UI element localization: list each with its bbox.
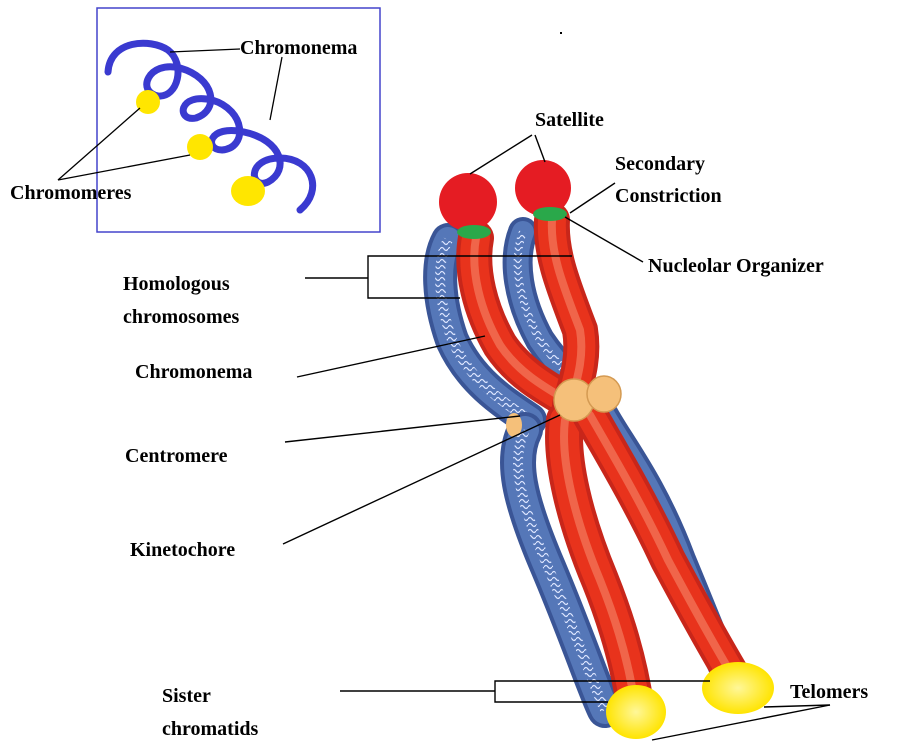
label-satellite: Satellite	[535, 109, 604, 131]
chromomere-dot	[187, 134, 213, 160]
telomere-left	[606, 685, 666, 739]
label-homologous-1: Homologous	[123, 273, 230, 295]
chromomere-dot	[231, 176, 265, 206]
satellite-right	[515, 160, 571, 216]
telomere-right	[702, 662, 774, 714]
label-sister-1: Sister	[162, 685, 211, 707]
satellite-left	[439, 173, 497, 231]
inset-chromonema-box: Chromonema Chromomeres	[10, 8, 380, 232]
label-chromonema: Chromonema	[135, 361, 252, 383]
label-secondary-constriction-1: Secondary	[615, 153, 705, 175]
label-centromere: Centromere	[125, 445, 228, 467]
label-sister-2: chromatids	[162, 718, 259, 740]
chromomere-dot	[136, 90, 160, 114]
label-nucleolar-organizer: Nucleolar Organizer	[648, 255, 824, 277]
label-secondary-constriction-2: Constriction	[615, 185, 722, 207]
centromere-bead	[587, 376, 621, 412]
chromosome	[439, 160, 774, 739]
label-chromomeres: Chromomeres	[10, 182, 132, 204]
label-chromonema-inset: Chromonema	[240, 37, 357, 59]
label-kinetochore: Kinetochore	[130, 539, 235, 561]
nucleolar-organizer-left	[457, 225, 491, 239]
label-homologous-2: chromosomes	[123, 306, 239, 328]
label-telomers: Telomers	[790, 681, 868, 703]
nucleolar-organizer-right	[533, 207, 567, 221]
